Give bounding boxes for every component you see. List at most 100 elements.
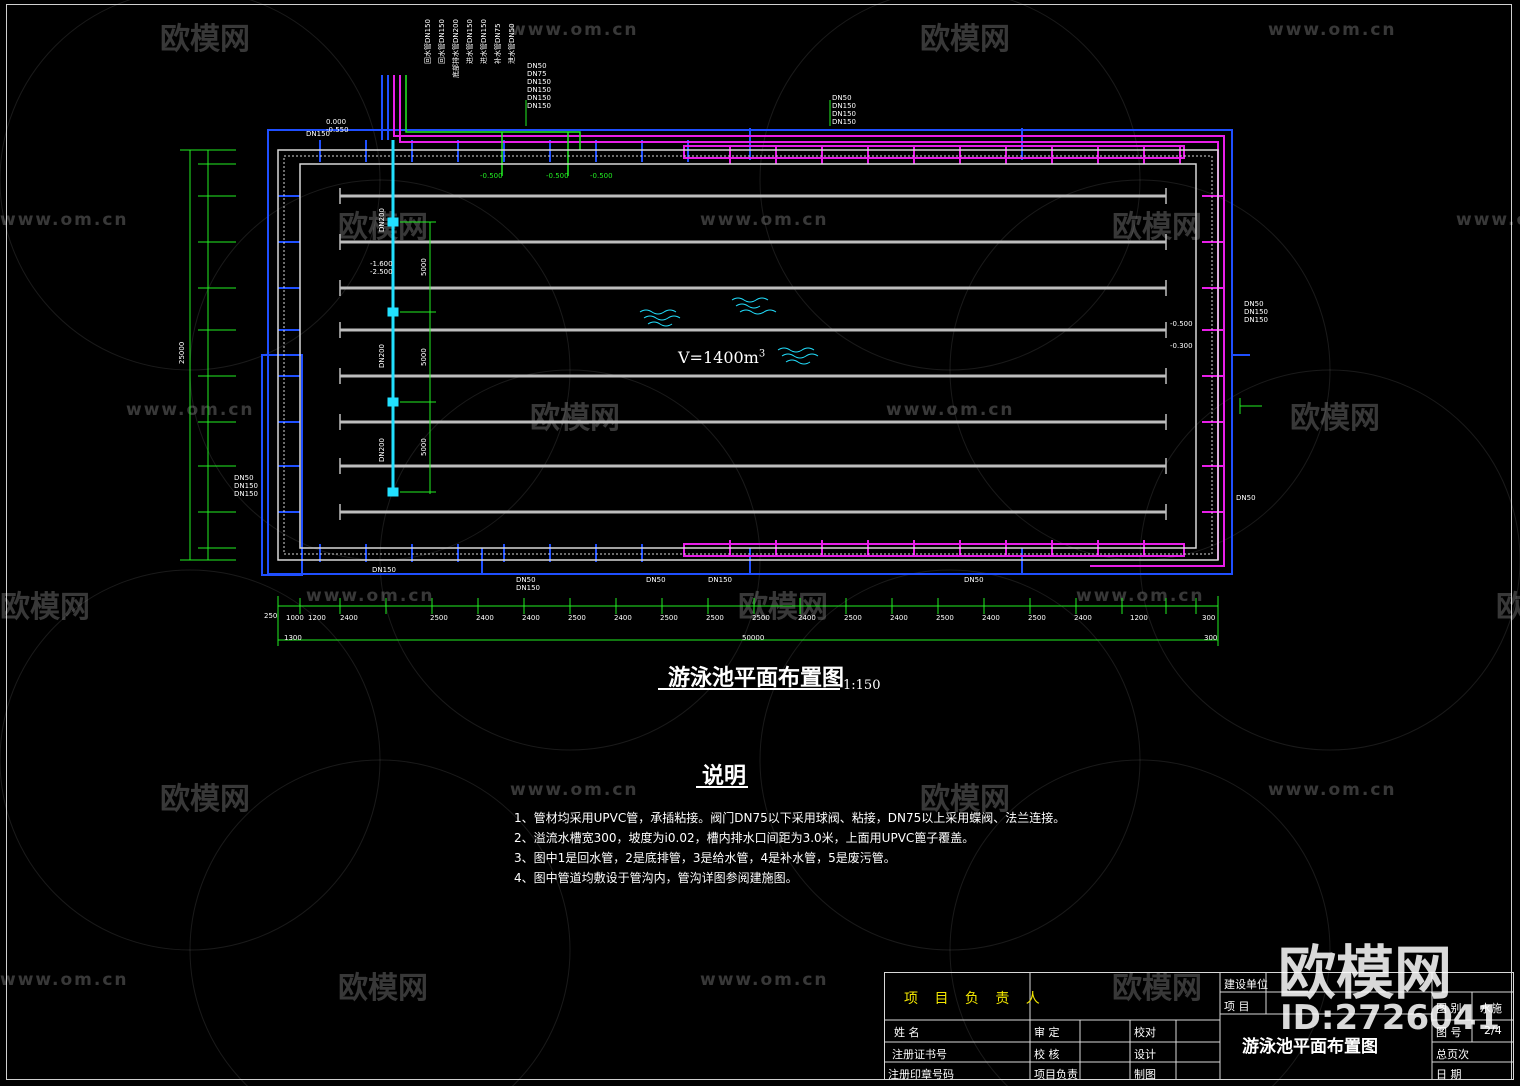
watermark-big-logo: 欧模网	[1278, 939, 1453, 1007]
watermark-url: www.om.cn	[1268, 780, 1397, 800]
dn-label: DN150	[527, 78, 551, 86]
watermark-logo: 欧模网	[160, 782, 250, 817]
level-label: -0.500	[480, 172, 503, 180]
level-label: -0.500	[546, 172, 569, 180]
watermark-url: www.om.cn	[510, 20, 639, 40]
dn-label: DN50	[527, 62, 547, 70]
dn-label: DN75	[527, 70, 547, 78]
magenta-branch-ticks	[729, 146, 1224, 556]
watermark-logo: 欧模网	[1112, 971, 1202, 1006]
project-lead-label: 项 目 负 责 人	[904, 991, 1046, 1007]
drawing-type-value: 水施	[1480, 1002, 1502, 1015]
sheet-value: 2/4	[1484, 1024, 1502, 1037]
bottom-dim: 1000	[286, 614, 304, 622]
pipe-label: 回水管DN150	[438, 19, 446, 64]
watermark-url: www.om.cn	[1076, 586, 1205, 606]
bottom-dim: 2500	[752, 614, 770, 622]
pipe-label: 补水管DN75	[494, 23, 502, 64]
note-item: 1、管材均采用UPVC管，承插粘接。阀门DN75以下采用球阀、粘接，DN75以上…	[514, 811, 1066, 825]
bottom-dim: 1200	[1130, 614, 1148, 622]
level-label: -0.500	[590, 172, 613, 180]
dn-label: DN50	[832, 94, 852, 102]
pipe-dn-label: DN200	[378, 208, 386, 232]
title-underline	[658, 688, 840, 690]
watermark-url: www.om.cn	[126, 400, 255, 420]
pool-wall	[277, 149, 1219, 561]
dn-label: DN150	[234, 482, 258, 490]
watermark-url: www.om.cn	[306, 586, 435, 606]
bottom-dim: 2500	[706, 614, 724, 622]
watermark-logo: 欧模网	[338, 971, 428, 1006]
drawing-name: 游泳池平面布置图	[1242, 1037, 1378, 1057]
green-drain-pipe	[405, 75, 581, 176]
project-label: 项 目	[1224, 1000, 1250, 1013]
proj-lead-short-label: 项目负责	[1034, 1068, 1078, 1081]
watermark-logo: 欧模网	[530, 401, 620, 436]
dn-label: DN150	[708, 576, 732, 584]
watermark-logo: 欧模网	[1112, 210, 1202, 245]
build-unit-label: 建设单位	[1224, 978, 1268, 991]
dn-label: DN50	[1244, 300, 1264, 308]
level-label: -0.500	[1170, 320, 1193, 328]
bottom-dim: 2400	[340, 614, 358, 622]
check-label: 校 核	[1034, 1048, 1060, 1061]
drawing-scale: 1:150	[843, 678, 881, 693]
level-label: 0.000	[326, 118, 347, 126]
watermark-logo: 欧模网	[0, 590, 90, 625]
bottom-dim: 2400	[614, 614, 632, 622]
dn-label: DN150	[527, 94, 551, 102]
water-waves	[639, 297, 819, 365]
watermark-url: www.om.cn	[0, 970, 129, 990]
watermark-logo: 欧模网	[160, 22, 250, 57]
dimension-label: 5000	[420, 348, 428, 366]
dn-label: DN150	[1244, 316, 1268, 324]
design-label: 设计	[1134, 1048, 1156, 1061]
edge-dim: 1300	[284, 634, 302, 642]
edge-dim: 300	[1204, 634, 1218, 642]
bottom-dim: 2400	[982, 614, 1000, 622]
dn-label: DN150	[832, 118, 856, 126]
pipe-label: 底部排水管DN200	[452, 19, 460, 78]
watermark-url: www.om.cn	[1456, 210, 1520, 230]
dn-label: DN150	[516, 584, 540, 592]
title-block: 项 目 负 责 人 姓 名 注册证书号 注册印章号码 审 定 校 核 项目负责 …	[884, 972, 1514, 1081]
bottom-dim: 2400	[476, 614, 494, 622]
pipe-label: 泄水管DN50	[508, 23, 516, 64]
note-item: 2、溢流水槽宽300，坡度为i0.02，槽内排水口间距为3.0米，上面用UPVC…	[514, 831, 975, 845]
dimension-label: 5000	[420, 438, 428, 456]
bottom-dim: 2500	[660, 614, 678, 622]
dn-label: DN50	[234, 474, 254, 482]
bottom-dim: 2400	[890, 614, 908, 622]
lane-lines	[340, 194, 1166, 514]
date-label: 日 期	[1436, 1068, 1462, 1081]
bottom-dim: 2400	[522, 614, 540, 622]
bottom-dim: 300	[1202, 614, 1216, 622]
watermark-id: ID:2726041	[1280, 998, 1501, 1038]
lane-end-ticks	[339, 188, 1167, 520]
proofread-label: 校对	[1134, 1026, 1156, 1039]
sheet-label: 图 号	[1436, 1026, 1462, 1039]
watermark-logo: 欧模网	[920, 22, 1010, 57]
pipe-label: 进水管DN150	[480, 19, 488, 64]
watermark-url: www.om.cn	[510, 780, 639, 800]
level-label: -0.300	[1170, 342, 1193, 350]
notes-heading: 说明	[702, 763, 747, 789]
pipe-dn-label: DN200	[378, 438, 386, 462]
blue-return-pipe	[261, 75, 1250, 576]
watermark-logo: 欧模网	[1496, 590, 1520, 625]
cyan-bottom-drain	[387, 140, 399, 497]
overall-width-dim: 50000	[742, 634, 765, 642]
bottom-dim: 2500	[1028, 614, 1046, 622]
note-item: 3、图中1是回水管，2是底排管，3是给水管，4是补水管，5是废污管。	[514, 851, 896, 865]
draw-label: 制图	[1134, 1068, 1156, 1081]
title-block-grid	[884, 972, 1514, 1080]
note-item: 4、图中管道均敷设于管沟内，管沟详图参阅建施图。	[514, 871, 798, 885]
notes-underline	[696, 786, 748, 788]
dn-label: DN50	[964, 576, 984, 584]
dn-label: DN150	[832, 110, 856, 118]
pool-volume: V=1400m3	[678, 348, 766, 367]
drawing-type-label: 图 别	[1436, 1002, 1462, 1015]
level-label: -1.600	[370, 260, 393, 268]
bottom-dim: 2500	[568, 614, 586, 622]
